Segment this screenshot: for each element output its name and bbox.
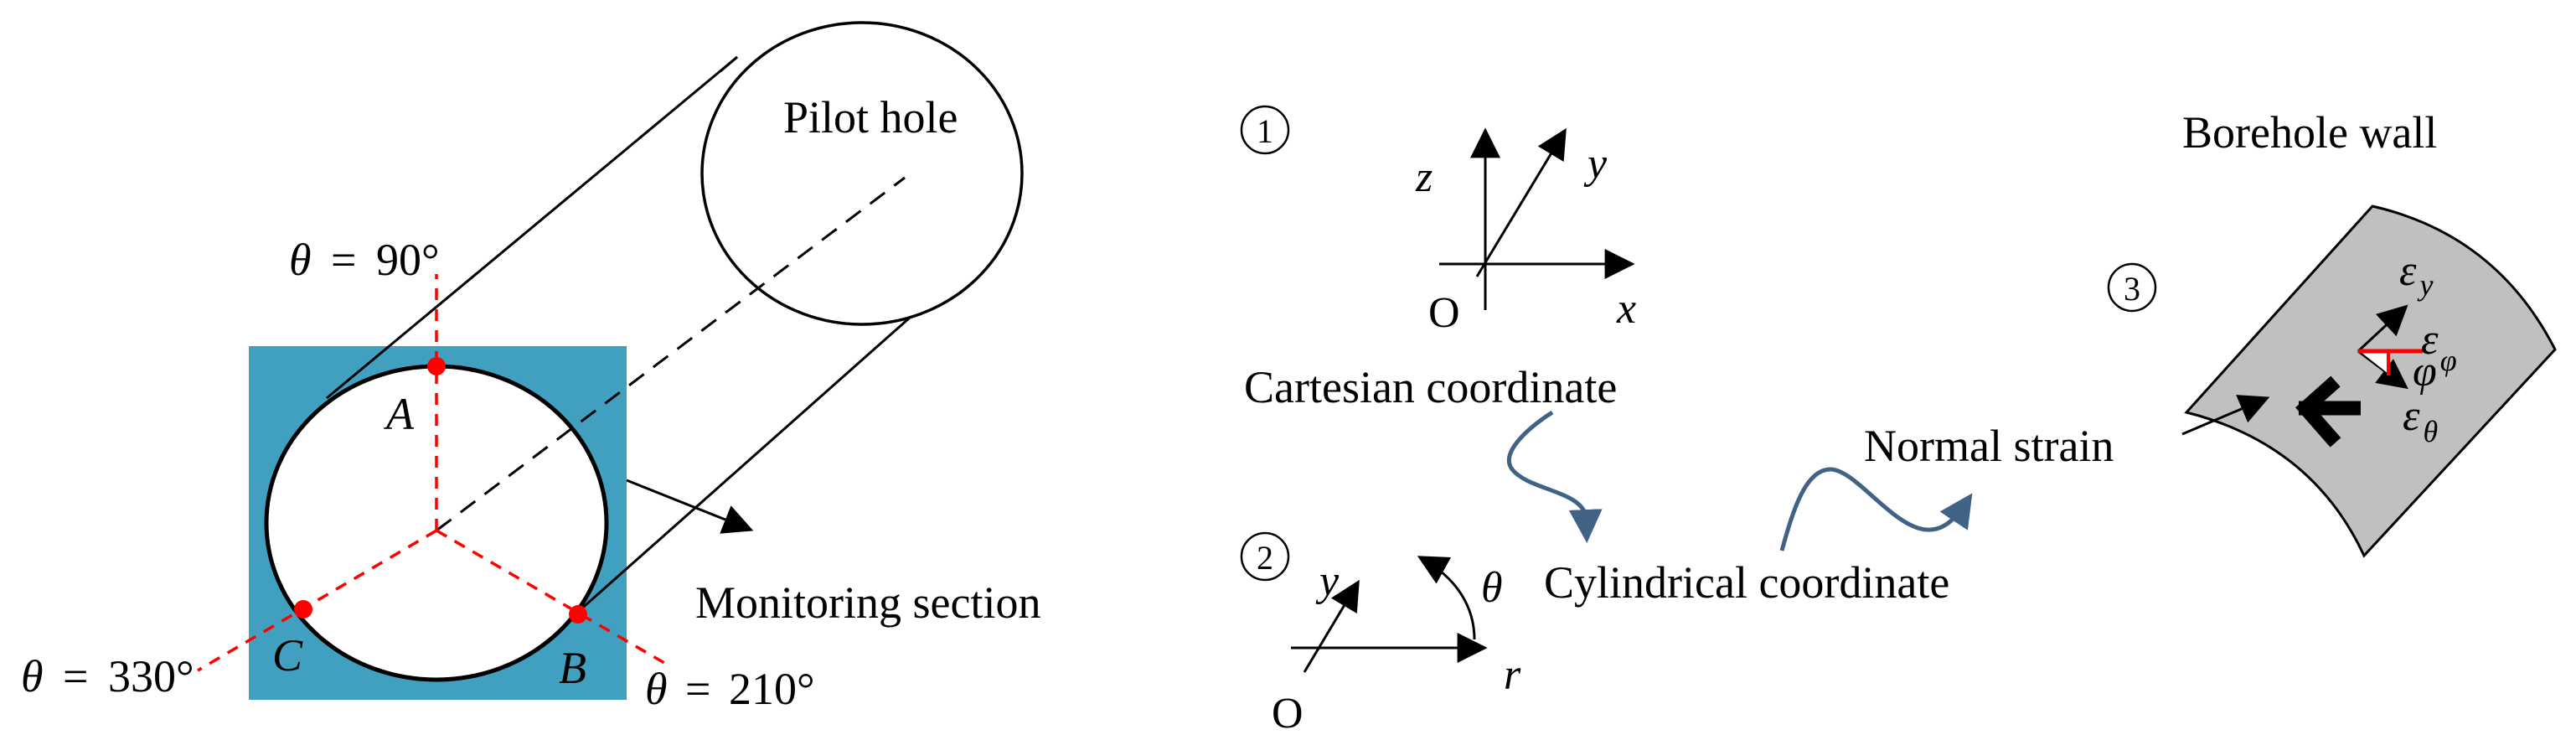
step1-marker-circle (1240, 105, 1290, 155)
flow-arrow-cartesian-to-cylindrical (1506, 410, 1603, 543)
step3-marker-circle (2107, 262, 2157, 313)
theta-symbol: θ (21, 651, 44, 701)
y-axis (1475, 127, 1567, 277)
cylinder-edge-overlap (720, 55, 738, 73)
cartesian-axes-icon (1439, 127, 1635, 310)
left-panel-borehole-section: A B C θ = 90° θ = 330° θ = 210° Pilot ho… (21, 21, 1040, 714)
point-b-marker (569, 605, 587, 624)
r-axis-label: r (1504, 651, 1521, 699)
angle-label-330: θ = 330° (21, 651, 194, 701)
y-axis (1303, 579, 1360, 673)
cylinder-lower-edge (577, 283, 947, 613)
theta-label: θ (1481, 564, 1503, 612)
normal-strain-pointer (2181, 395, 2270, 436)
equals-sign: = (63, 651, 88, 701)
y-axis-label: y (1583, 140, 1608, 188)
cylindrical-caption: Cylindrical coordinate (1544, 557, 1949, 608)
theta-arc (1417, 556, 1476, 640)
borehole-axis-dashed (436, 176, 906, 532)
cylinder-upper-edge (326, 55, 738, 400)
epsilon-symbol: ε (2421, 316, 2439, 364)
eps-phi-label: ε (2421, 316, 2439, 364)
borehole-wall-title: Borehole wall (2182, 107, 2437, 158)
normal-direction-arrow-icon (2295, 375, 2361, 448)
y-axis-label: y (1315, 557, 1340, 605)
strain-rosette (2357, 304, 2423, 390)
step2-marker-number: 2 (1257, 539, 1273, 577)
origin-label: O (1428, 289, 1460, 337)
angle-reference-lines (197, 274, 671, 672)
angle-label-210: θ = 210° (645, 664, 815, 714)
eps-theta-arrow (2357, 349, 2408, 390)
subscript: θ (2424, 415, 2439, 448)
eps-y-label: ε y (2399, 247, 2434, 302)
point-a-marker (427, 357, 446, 375)
point-c-marker (294, 600, 312, 619)
pilot-hole-label: Pilot hole (783, 92, 958, 142)
eps-y-arrow (2357, 304, 2408, 353)
theta-symbol: θ (289, 235, 312, 285)
angle-value: 210° (729, 664, 815, 714)
cartesian-caption: Cartesian coordinate (1244, 362, 1617, 412)
epsilon-symbol: ε (2403, 392, 2420, 440)
angle-value: 90° (376, 235, 440, 285)
angle-wedge (2361, 352, 2388, 374)
origin-label: O (1272, 690, 1303, 731)
phi-symbol: φ (2413, 348, 2437, 396)
equals-sign: = (685, 664, 710, 714)
pilot-hole-ellipse (700, 21, 1024, 326)
monitoring-section-pointer-arrow (626, 479, 754, 534)
step3-borehole-wall: Borehole wall 3 Normal strain ε y ε (1864, 107, 2557, 558)
point-b-label: B (559, 643, 586, 693)
step2-marker-circle (1240, 531, 1290, 582)
epsilon-symbol: ε (2399, 247, 2417, 295)
theta-symbol: θ (645, 664, 668, 714)
superscript: φ (2440, 344, 2457, 377)
radial-line-330 (197, 529, 437, 672)
x-axis-label: x (1616, 285, 1636, 333)
step1-marker-number: 1 (1257, 112, 1273, 150)
eps-theta-label: ε θ (2403, 392, 2438, 448)
step2-cylindrical: 2 y θ r O Cylindrical coordinate (1240, 467, 1973, 735)
z-axis-label: z (1415, 153, 1433, 201)
borehole-wall-patch (2184, 204, 2557, 558)
equals-sign: = (331, 235, 356, 285)
point-a-label: A (384, 389, 415, 439)
normal-strain-label: Normal strain (1864, 421, 2114, 471)
step3-marker-number: 3 (2124, 270, 2140, 308)
phi-angle-label: φ φ (2413, 344, 2457, 396)
radial-line-210 (436, 529, 671, 668)
monitoring-section-label: Monitoring section (695, 577, 1040, 628)
subscript: y (2418, 268, 2434, 302)
angle-value: 330° (108, 651, 194, 701)
angle-label-90: θ = 90° (289, 235, 440, 285)
flow-arrow-cylindrical-to-strain (1779, 467, 1973, 551)
cylindrical-axes-icon (1291, 556, 1488, 673)
point-c-label: C (272, 630, 303, 681)
step1-cartesian: 1 z y O x Cartesian coordinate (1240, 105, 1636, 543)
